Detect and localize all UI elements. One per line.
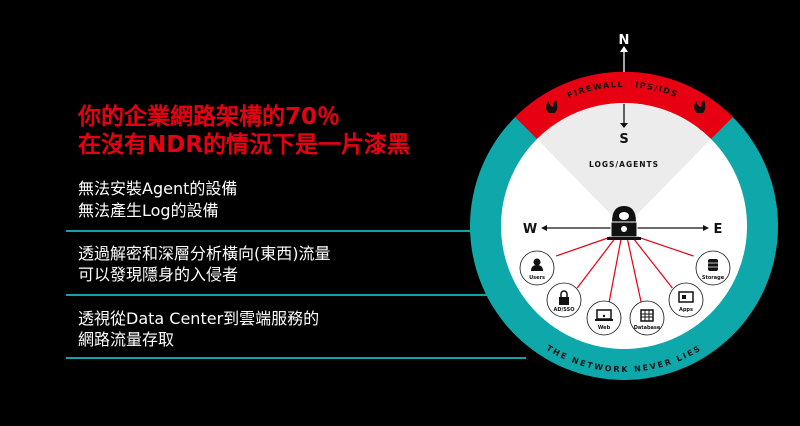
node-label: Storage [702, 275, 725, 281]
divider [66, 357, 526, 359]
north-arrowhead [620, 46, 628, 52]
connection-lines [555, 235, 694, 307]
flame-icon [546, 100, 558, 113]
app-window-icon [678, 291, 694, 303]
south-label: S [619, 132, 628, 147]
headline-line-1: 你的企業網路架構的70％ [78, 104, 341, 130]
north-label: N [619, 33, 630, 48]
point-1-line-2: 無法產生Log的設備 [78, 201, 219, 220]
logs-wedge [537, 102, 711, 228]
divider [66, 230, 526, 232]
node-web: Web [586, 300, 622, 336]
node-circle [586, 300, 622, 336]
point-2-line-2: 可以發現隱身的入侵者 [78, 265, 239, 284]
point-3-line-2: 網路流量存取 [78, 330, 175, 349]
connection-line [555, 235, 614, 257]
node-label: Web [598, 325, 611, 331]
point-3-line-1: 透視從Data Center到雲端服務的 [78, 309, 320, 328]
node-label: Users [529, 275, 545, 281]
connection-line [626, 235, 643, 307]
node-label: AD/SSO [553, 307, 574, 313]
point-1-line-1: 無法安裝Agent的設備 [78, 179, 238, 198]
table-icon [640, 309, 654, 322]
hacker-icon [607, 206, 641, 240]
south-arrowhead [620, 123, 628, 128]
connection-line [576, 235, 618, 289]
flame-icon [694, 100, 706, 113]
node-circle [668, 282, 704, 318]
node-adsso: AD/SSO [546, 282, 582, 318]
lock-icon [559, 290, 569, 305]
point-2-line-1: 透過解密和深層分析橫向(東西)流量 [78, 244, 331, 263]
node-label: Database [634, 325, 661, 331]
connection-line [607, 235, 623, 307]
node-users: Users [519, 250, 555, 286]
node-label: Apps [679, 307, 693, 313]
user-icon [531, 258, 543, 271]
node-storage: Storage [695, 250, 731, 286]
east-label: E [714, 222, 723, 237]
laptop-wifi-icon [595, 309, 613, 321]
logs-label: LOGS/AGENTS [589, 160, 659, 169]
connection-line [630, 235, 673, 289]
headline-line-2: 在沒有NDR的情況下是一片漆黑 [78, 132, 411, 158]
divider [66, 294, 526, 296]
connection-line [634, 235, 694, 257]
node-database: Database [629, 300, 665, 336]
database-icon [708, 259, 718, 271]
node-apps: Apps [668, 282, 704, 318]
west-label: W [523, 222, 537, 237]
node-circle [629, 300, 665, 336]
